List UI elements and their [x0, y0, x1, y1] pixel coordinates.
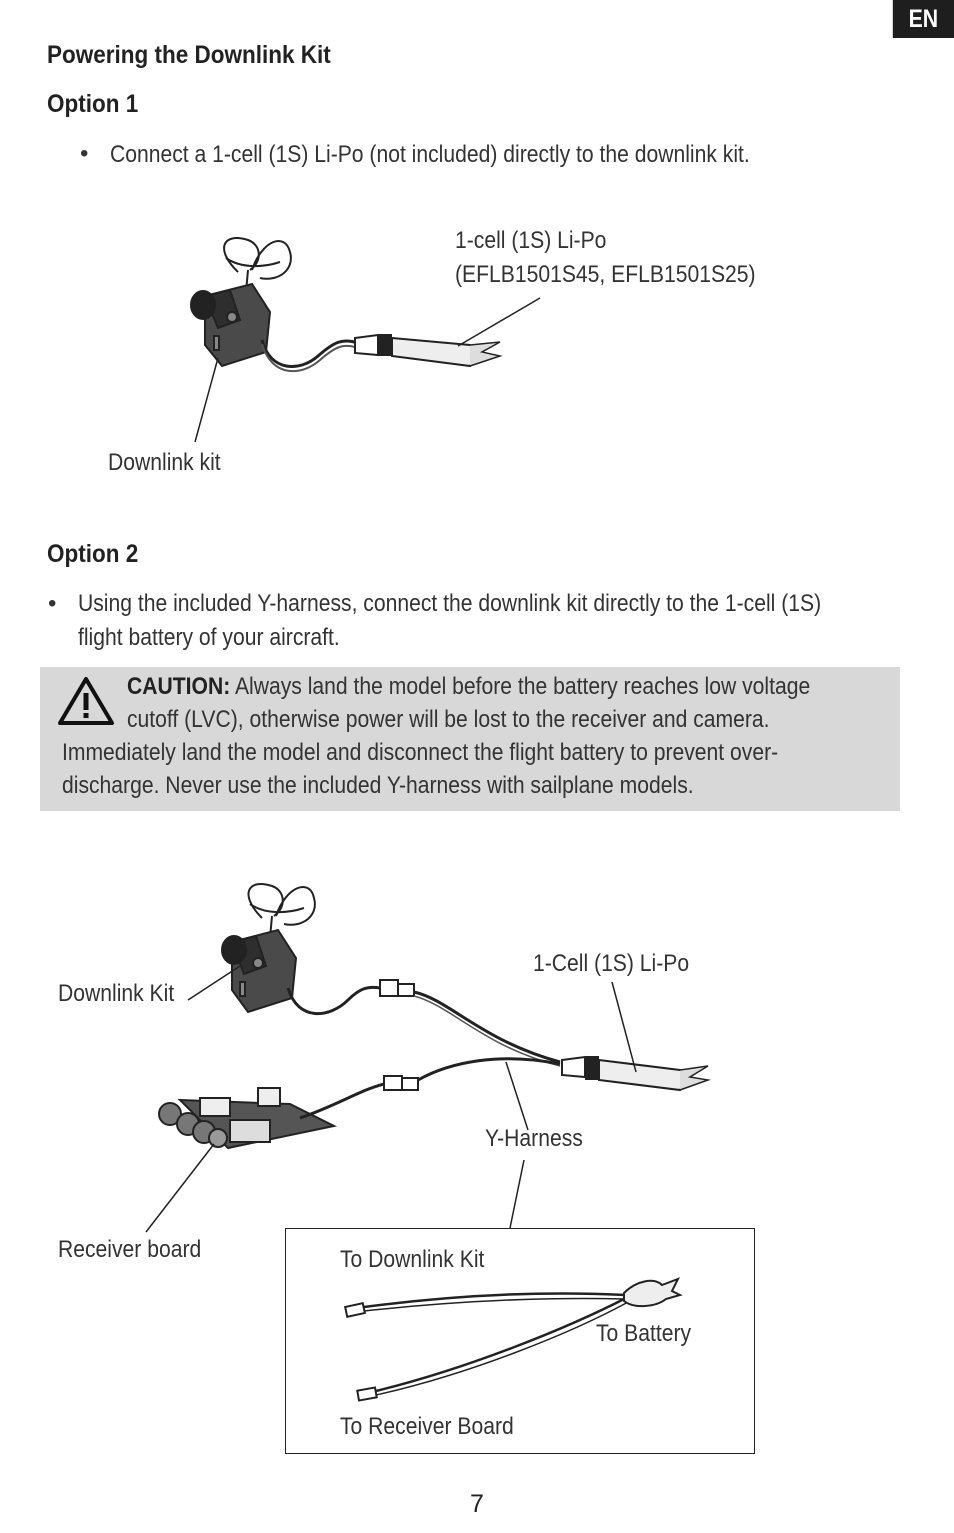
option1-bullet-text: Connect a 1-cell (1S) Li-Po (not include…	[110, 141, 750, 168]
lipo-label-line2: (EFLB1501S45, EFLB1501S25)	[455, 261, 756, 288]
y-harness-inset-drawing	[343, 1277, 683, 1402]
option2-bullet-line2: flight battery of your aircraft.	[78, 624, 340, 651]
downlink-kit-figure2	[221, 883, 316, 1014]
downlink-kit-label: Downlink kit	[108, 449, 221, 476]
caution-line2: cutoff (LVC), otherwise power will be lo…	[127, 706, 770, 733]
page-number: 7	[470, 1490, 484, 1518]
option1-heading: Option 1	[47, 90, 139, 118]
caution-label: CAUTION:	[127, 673, 231, 700]
bullet-icon: •	[80, 140, 89, 167]
fig2-receiver-label: Receiver board	[58, 1236, 202, 1263]
receiver-board	[158, 1087, 338, 1150]
language-tab: EN	[892, 0, 954, 38]
fig2-downlink-label: Downlink Kit	[58, 980, 175, 1007]
fig2-lipo-label: 1-Cell (1S) Li-Po	[533, 950, 690, 977]
inset-to-receiver-label: To Receiver Board	[340, 1413, 514, 1440]
caution-line1-text: Always land the model before the battery…	[230, 673, 811, 700]
inset-to-battery-label: To Battery	[596, 1320, 692, 1347]
y-harness-inset: To Downlink Kit To Battery To Receiver B…	[285, 1228, 755, 1454]
downlink-kit-figure1	[190, 237, 292, 368]
option2-bullet-line1: Using the included Y-harness, connect th…	[78, 590, 822, 617]
warning-triangle-icon	[58, 677, 114, 725]
lipo-battery-figure1	[354, 333, 503, 368]
lipo-label-line1: 1-cell (1S) Li-Po	[455, 227, 607, 254]
caution-line3: Immediately land the model and disconnec…	[62, 739, 779, 766]
inset-to-downlink-label: To Downlink Kit	[340, 1246, 485, 1273]
caution-line1: CAUTION: Always land the model before th…	[127, 670, 810, 703]
section-title: Powering the Downlink Kit	[47, 41, 331, 69]
bullet-icon: •	[48, 590, 57, 617]
caution-box: CAUTION: Always land the model before th…	[40, 667, 900, 811]
fig2-yharness-label: Y-Harness	[485, 1125, 583, 1152]
caution-line4: discharge. Never use the included Y-harn…	[62, 772, 694, 799]
option2-heading: Option 2	[47, 540, 139, 568]
lipo-battery-figure2	[561, 1055, 711, 1092]
